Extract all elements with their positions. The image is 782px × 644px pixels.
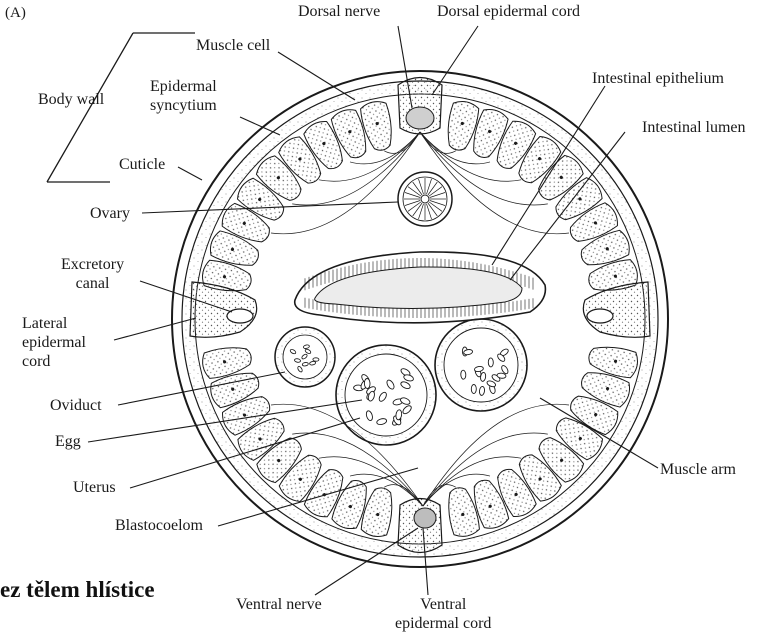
dorsal-epidermal-cord bbox=[398, 78, 442, 135]
label-epidermal-syncytium: Epidermal syncytium bbox=[150, 77, 217, 115]
label-intestinal-epithelium: Intestinal epithelium bbox=[592, 69, 724, 88]
label-ovary: Ovary bbox=[90, 204, 130, 223]
label-ventral-nerve: Ventral nerve bbox=[236, 595, 322, 614]
uterus-right bbox=[435, 319, 527, 411]
uterus-left bbox=[336, 345, 436, 445]
dorsal-nerve bbox=[406, 107, 434, 129]
ventral-nerve bbox=[414, 508, 436, 528]
oviduct bbox=[275, 327, 335, 387]
label-blastocoelom: Blastocoelom bbox=[115, 516, 203, 535]
label-lateral-epidermal-cord: Lateral epidermal cord bbox=[22, 314, 86, 371]
label-uterus: Uterus bbox=[73, 478, 116, 497]
label-dorsal-nerve: Dorsal nerve bbox=[298, 2, 380, 21]
label-cuticle: Cuticle bbox=[119, 155, 165, 174]
panel-label: (A) bbox=[5, 4, 26, 23]
label-egg: Egg bbox=[55, 432, 81, 451]
figure-caption: ez tělem hlístice bbox=[0, 577, 155, 603]
label-oviduct: Oviduct bbox=[50, 396, 102, 415]
label-muscle-arm: Muscle arm bbox=[660, 460, 736, 479]
label-dorsal-epidermal-cord: Dorsal epidermal cord bbox=[437, 2, 580, 21]
label-excretory-canal: Excretory canal bbox=[61, 255, 124, 293]
label-intestinal-lumen: Intestinal lumen bbox=[642, 118, 746, 137]
ventral-epidermal-cord bbox=[398, 499, 442, 553]
label-muscle-cell: Muscle cell bbox=[196, 36, 270, 55]
excretory-canal-right bbox=[587, 309, 613, 323]
label-ventral-epidermal-cord: Ventral epidermal cord bbox=[395, 595, 491, 633]
label-body-wall: Body wall bbox=[38, 90, 104, 109]
ovary bbox=[398, 172, 452, 226]
